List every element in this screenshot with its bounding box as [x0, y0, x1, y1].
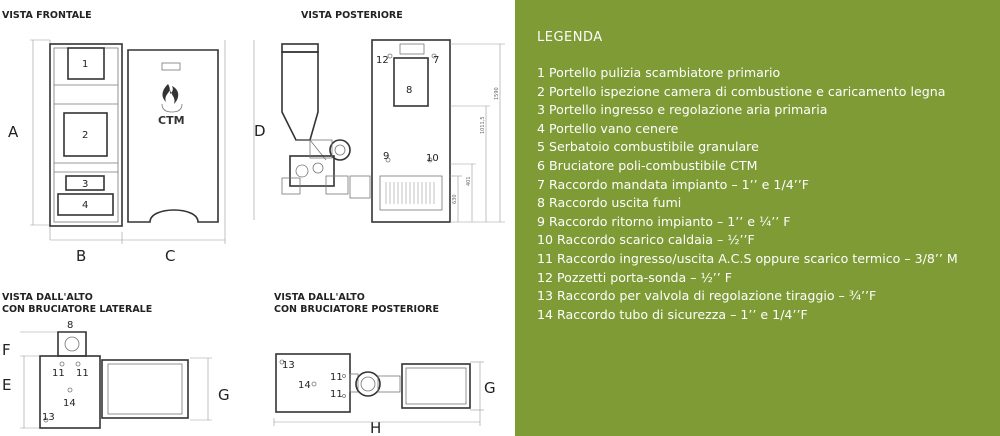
legend-list: 1 Portello pulizia scambiatore primario …	[537, 64, 958, 324]
marker-7: 7	[433, 55, 439, 66]
marker-4: 4	[82, 200, 88, 211]
marker-11-rear-a: 11	[330, 372, 343, 383]
marker-1: 1	[82, 59, 88, 70]
legend-item: 13 Raccordo per valvola di regolazione t…	[537, 288, 877, 304]
legend-item: 2 Portello ispezione camera di combustio…	[537, 83, 946, 99]
front-hopper-housing	[127, 49, 219, 223]
rear-boiler-body	[371, 39, 451, 223]
marker-8-top: 8	[67, 320, 73, 331]
top-rear-boiler	[275, 353, 471, 413]
legend-item: 14 Raccordo tubo di sicurezza – 1’’ e 1/…	[537, 306, 808, 322]
legend-item: 8 Raccordo uscita fumi	[537, 195, 682, 211]
front-view-title: VISTA FRONTALE	[2, 10, 92, 21]
rear-dim-2: 1011,5	[480, 117, 486, 135]
top-side-view-title-2: CON BRUCIATORE LATERALE	[2, 304, 152, 315]
dim-label-c: C	[165, 247, 175, 265]
marker-14: 14	[63, 398, 76, 409]
legend-item: 5 Serbatoio combustibile granulare	[537, 139, 759, 155]
legend-item: 10 Raccordo scarico caldaia – ½’’F	[537, 232, 755, 248]
burner	[281, 139, 371, 199]
ctm-logo-icon	[161, 84, 183, 113]
door-1	[67, 47, 105, 80]
marker-11-b: 11	[76, 368, 89, 379]
dim-label-d: D	[254, 122, 266, 140]
dim-label-e: E	[2, 376, 11, 394]
legend-item: 9 Raccordo ritorno impianto – 1’’ e ¼’’ …	[537, 213, 791, 229]
rear-dim-3: 401	[466, 176, 472, 186]
dim-label-b: B	[76, 247, 86, 265]
door-4	[57, 193, 114, 216]
rear-dim-1: 1590	[494, 87, 500, 100]
door-3	[65, 175, 105, 191]
technical-drawing: VISTA FRONTALE A B C 1 2 3 4 CTM VISTA P…	[2, 10, 505, 436]
top-rear-view-title-2: CON BRUCIATORE POSTERIORE	[274, 304, 439, 315]
dim-label-g-side: G	[218, 386, 230, 404]
legend-item: 6 Bruciatore poli-combustibile CTM	[537, 157, 758, 173]
marker-9: 9	[383, 151, 389, 162]
door-2	[63, 112, 108, 157]
top-rear-view-title-1: VISTA DALL'ALTO	[274, 292, 365, 303]
marker-8: 8	[406, 85, 412, 96]
logo-text: CTM	[158, 114, 185, 127]
legend-item: 11 Raccordo ingresso/uscita A.C.S oppure…	[537, 250, 958, 266]
marker-10: 10	[426, 153, 439, 164]
marker-11-rear-b: 11	[330, 389, 343, 400]
dim-label-g-rear: G	[484, 379, 496, 397]
dim-label-f: F	[2, 341, 11, 359]
rear-dim-4: 630	[452, 194, 458, 204]
marker-11-a: 11	[52, 368, 65, 379]
pellet-hopper	[281, 43, 327, 161]
legend-panel: LEGENDA 1 Portello pulizia scambiatore p…	[515, 0, 1000, 436]
top-side-view-title-1: VISTA DALL'ALTO	[2, 292, 93, 303]
dim-label-h: H	[370, 419, 381, 436]
marker-2: 2	[82, 130, 88, 141]
legend-item: 12 Pozzetti porta-sonda – ½’’ F	[537, 269, 733, 285]
legend-item: 7 Raccordo mandata impianto – 1’’ e 1/4’…	[537, 176, 809, 192]
legend-title: LEGENDA	[537, 30, 603, 45]
legend-item: 1 Portello pulizia scambiatore primario	[537, 65, 781, 80]
marker-13-rear: 13	[282, 360, 295, 371]
front-boiler-body	[49, 43, 123, 227]
marker-13: 13	[42, 412, 55, 423]
marker-14-rear: 14	[298, 380, 311, 391]
top-side-boiler	[39, 331, 189, 429]
rear-view-title: VISTA POSTERIORE	[301, 10, 403, 21]
dim-label-a: A	[8, 123, 19, 141]
marker-3: 3	[82, 179, 88, 190]
marker-12: 12	[376, 55, 389, 66]
legend-item: 4 Portello vano cenere	[537, 120, 679, 136]
legend-item: 3 Portello ingresso e regolazione aria p…	[537, 102, 828, 118]
